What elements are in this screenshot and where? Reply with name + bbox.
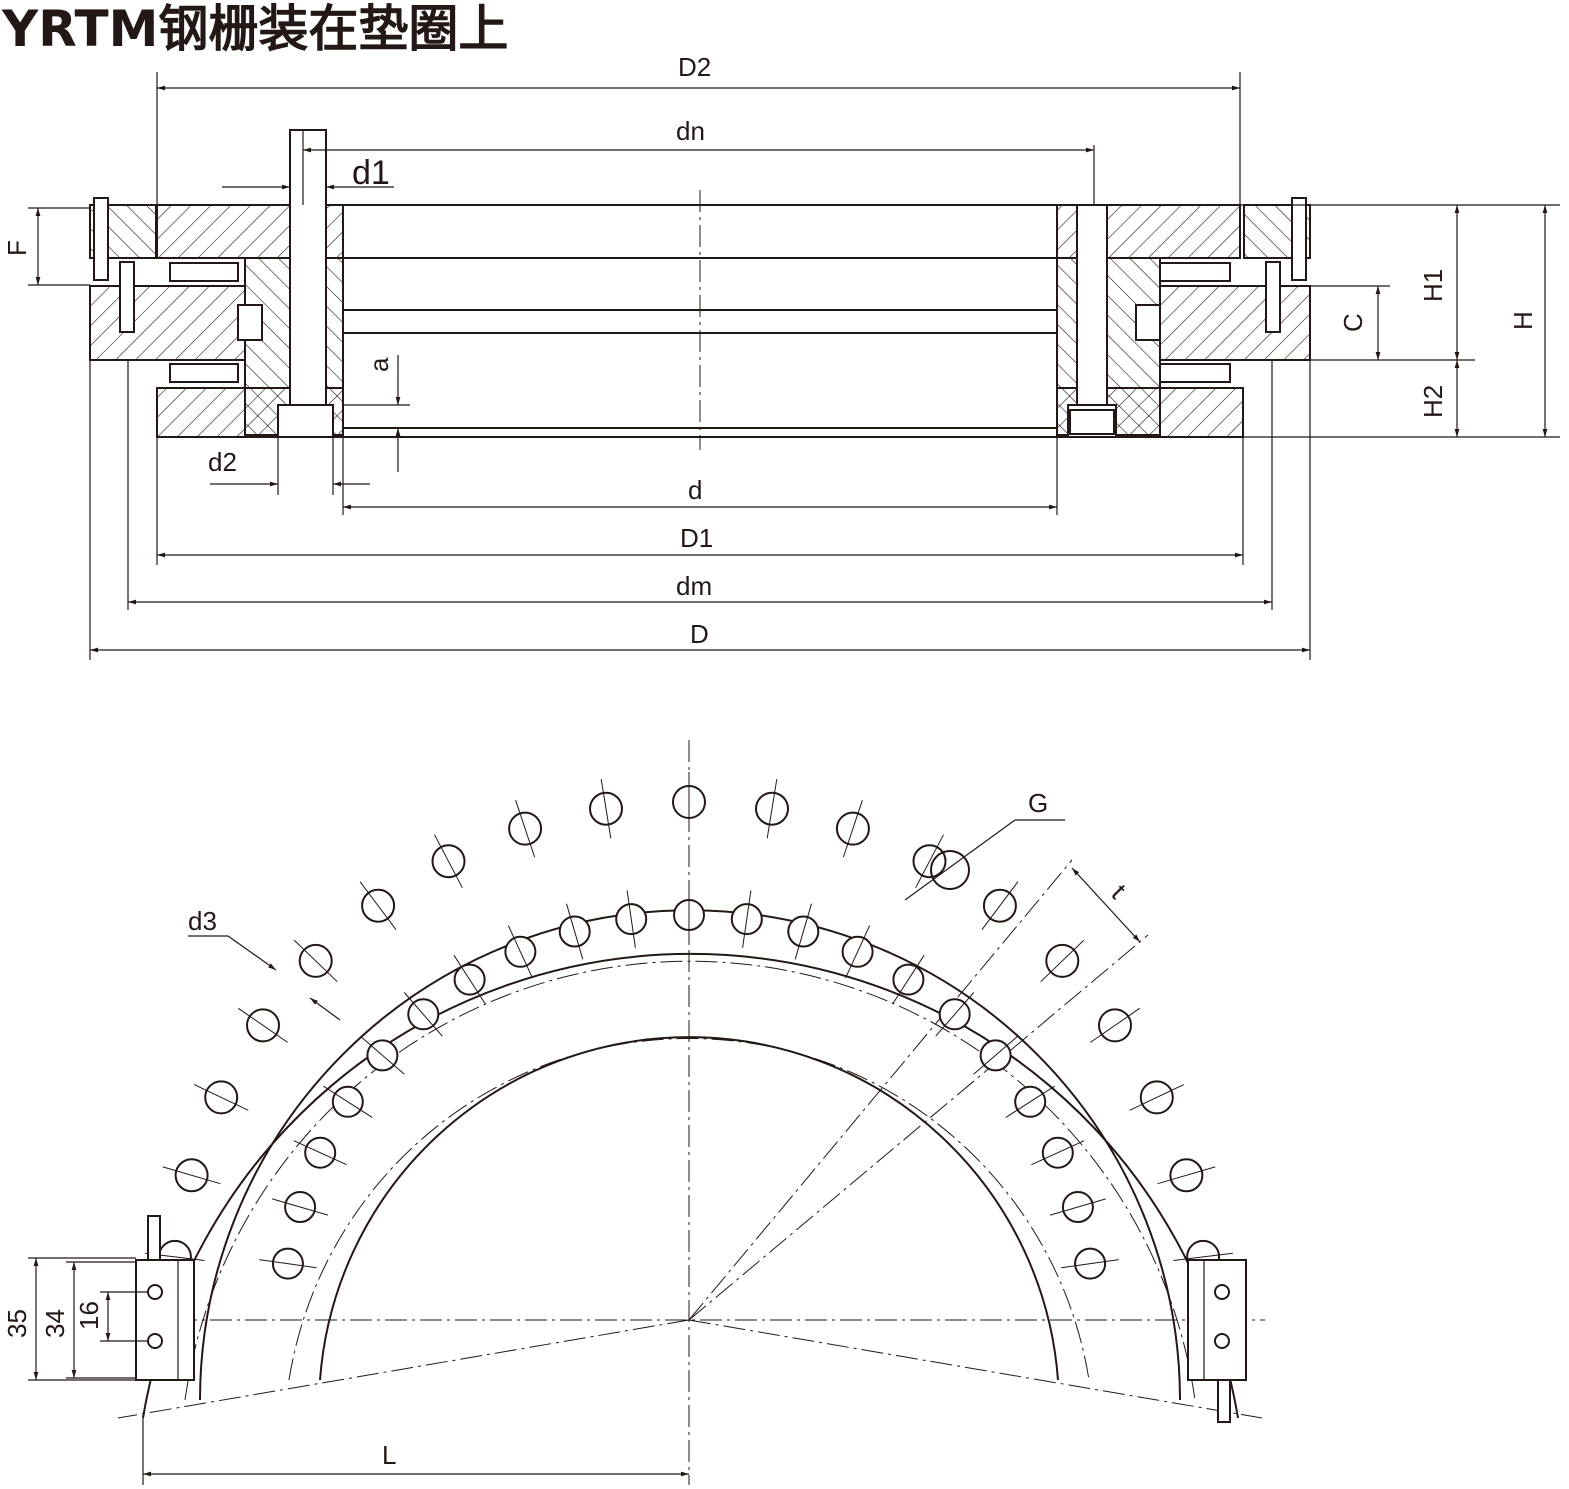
inner-hole-axis xyxy=(1005,1085,1055,1118)
outer-hole-axis xyxy=(981,881,1019,931)
outer-hole-axis xyxy=(842,800,863,858)
outer-hole-axis xyxy=(766,779,778,839)
label-d: d xyxy=(688,475,702,505)
inner-hole-axis xyxy=(566,903,584,960)
outer-bolt-circle xyxy=(184,960,1196,1401)
cage-top-right xyxy=(1159,262,1231,282)
counterbore-left xyxy=(277,404,334,438)
cage-bottom-left xyxy=(169,363,239,383)
label-dm: dm xyxy=(676,571,712,601)
label-a: a xyxy=(364,357,394,372)
label-dn: dn xyxy=(676,116,705,146)
label-D: D xyxy=(690,619,709,649)
inner-hole-axis xyxy=(626,890,636,948)
section-view: D2 dn d1 F H1 H C a H2 d2 d D1 dm D xyxy=(2,52,1560,660)
screw-left-top xyxy=(93,197,109,281)
label-D2: D2 xyxy=(678,52,711,82)
inner-hole-axis xyxy=(1031,1140,1085,1166)
outer-hole-axis xyxy=(1040,939,1085,983)
label-35: 35 xyxy=(2,1309,32,1338)
label-F: F xyxy=(2,240,32,256)
inner-ring-outer-arc xyxy=(199,909,1181,1401)
radial-line-left xyxy=(117,1319,690,1419)
screw-right-mid xyxy=(1265,261,1281,333)
outer-hole-axis xyxy=(600,779,612,839)
screw-right-1 xyxy=(1214,1284,1230,1300)
inner-hole-group xyxy=(259,886,1119,1280)
label-d1: d1 xyxy=(352,154,390,192)
label-L: L xyxy=(382,1440,396,1470)
cage-bottom-right xyxy=(1159,363,1231,383)
end-block-left xyxy=(135,1259,195,1381)
label-d3: d3 xyxy=(188,906,217,936)
hole-G xyxy=(930,850,970,890)
outer-hole-axis xyxy=(293,939,338,983)
inner-hole-axis xyxy=(794,903,812,960)
inner-hole-axis xyxy=(935,992,975,1037)
inner-hole-axis xyxy=(403,992,443,1037)
cable-right xyxy=(1217,1379,1231,1423)
roller-left xyxy=(237,304,263,341)
outer-race-left xyxy=(89,285,246,361)
label-t: t xyxy=(1106,878,1133,905)
inner-bolt-circle xyxy=(288,1038,1090,1381)
radial-line-t2 xyxy=(688,934,1149,1321)
label-34: 34 xyxy=(40,1309,70,1338)
inner-hole-axis xyxy=(1049,1198,1106,1216)
page-title: YRTM钢栅装在垫圈上 xyxy=(1,0,508,58)
outer-arc xyxy=(142,952,1239,1419)
radial-line-right xyxy=(688,1319,1263,1419)
outer-hole-group xyxy=(145,772,1233,1274)
bolt-hole-right xyxy=(1076,204,1108,436)
outer-hole-axis xyxy=(162,1166,221,1185)
inner-hole-axis xyxy=(507,925,533,979)
outer-hole-axis xyxy=(1173,1252,1233,1261)
inner-hole-axis xyxy=(272,1198,329,1216)
outer-hole-axis xyxy=(238,1007,288,1043)
plan-view: G t d3 L 35 34 xyxy=(2,740,1265,1485)
inner-hole-axis xyxy=(360,1036,405,1075)
bolt-hole-left xyxy=(289,129,327,436)
inner-hole-axis xyxy=(742,890,752,948)
roller-right xyxy=(1135,304,1161,341)
inner-hole-axis xyxy=(453,954,486,1005)
outer-hole-axis xyxy=(1129,1084,1185,1111)
label-H1: H1 xyxy=(1418,269,1448,302)
outer-hole-axis xyxy=(515,800,536,858)
leader-d3 xyxy=(227,935,277,971)
label-C: C xyxy=(1338,313,1368,332)
inner-hole-axis xyxy=(892,954,925,1005)
outer-hole-axis xyxy=(359,881,397,931)
outer-hole-axis xyxy=(434,834,463,889)
label-d2: d2 xyxy=(208,447,237,477)
end-block-right xyxy=(1187,1259,1247,1381)
inner-hole-axis xyxy=(323,1085,373,1118)
outer-race-right xyxy=(1159,285,1311,361)
label-H: H xyxy=(1508,311,1538,330)
inner-hole-axis xyxy=(845,925,871,979)
leader-G xyxy=(904,819,1016,901)
cable-left xyxy=(147,1215,161,1261)
outer-hole-axis xyxy=(915,834,944,889)
outer-hole-axis xyxy=(1157,1166,1216,1185)
label-H2: H2 xyxy=(1418,385,1448,418)
screw-right-2 xyxy=(1214,1333,1230,1349)
screw-left-mid xyxy=(119,261,135,333)
inner-hole-axis xyxy=(973,1036,1018,1075)
inner-bore-arc xyxy=(319,1036,1059,1381)
nut-right xyxy=(1069,409,1115,435)
label-D1: D1 xyxy=(680,523,713,553)
screw-right-top xyxy=(1291,197,1307,281)
radial-line-t1 xyxy=(688,859,1073,1321)
inner-hole-axis xyxy=(293,1140,347,1166)
inner-hole-axis xyxy=(1061,1259,1119,1269)
outer-hole-axis xyxy=(193,1084,249,1111)
inner-hole-axis xyxy=(259,1259,317,1269)
cage-top-left xyxy=(169,262,239,282)
outer-hole-axis xyxy=(1090,1007,1140,1043)
label-16: 16 xyxy=(74,1301,104,1330)
dim-t xyxy=(1071,867,1141,943)
label-G: G xyxy=(1028,788,1048,818)
